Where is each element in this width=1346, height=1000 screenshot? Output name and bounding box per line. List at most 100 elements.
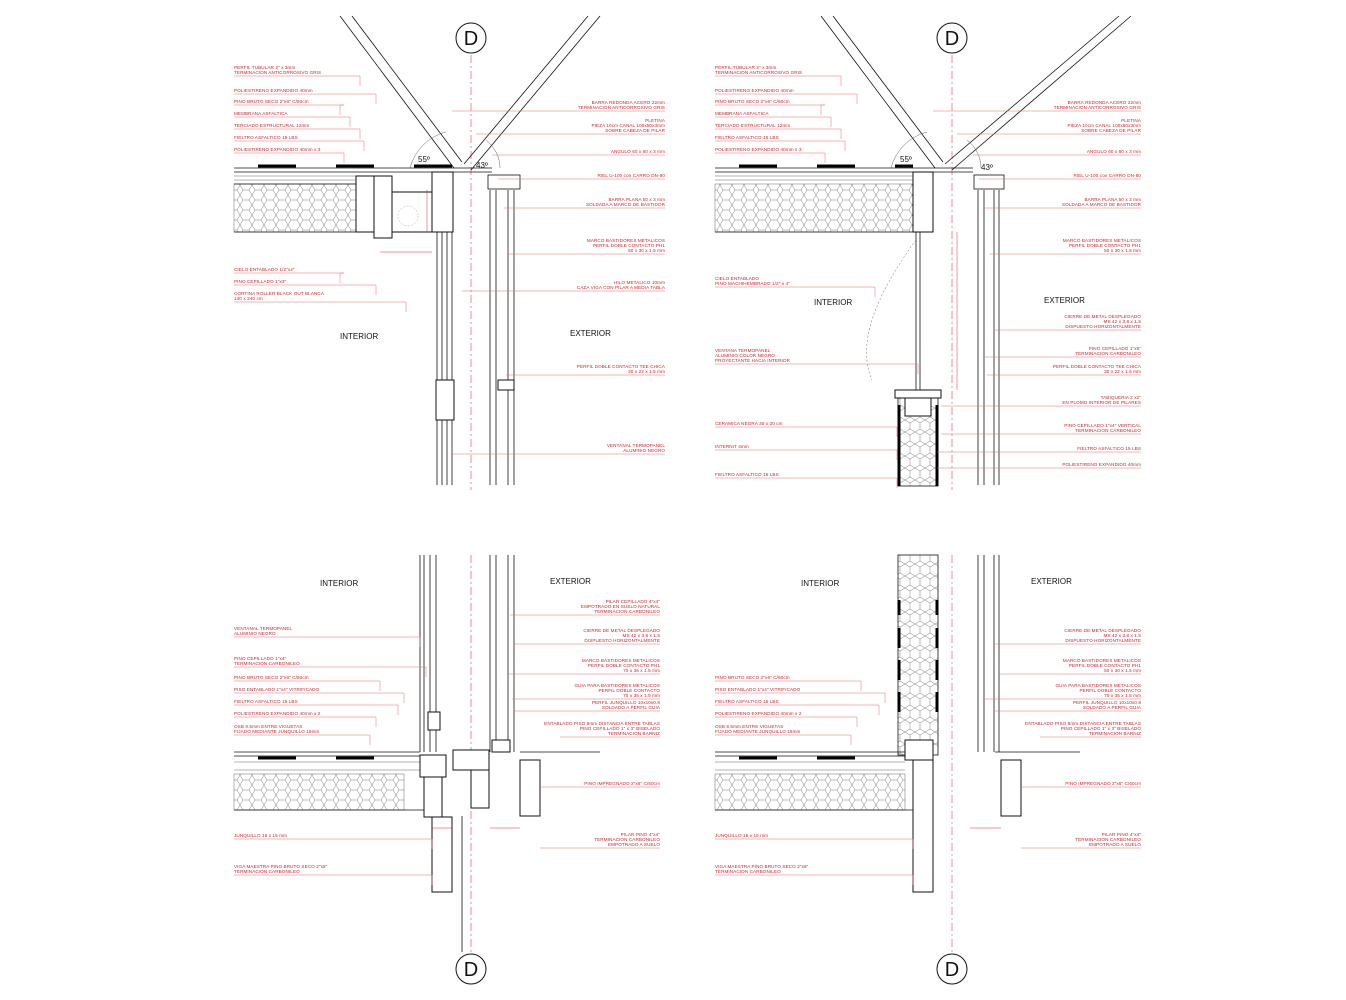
annotation-text: GUIA PARA BASTIDORES METALICOS: [574, 683, 660, 688]
angle-43: 43º: [981, 163, 993, 172]
annotation-tr-right-7: PINO CEPILLADO 1"x5"TERMINACION CARBONIL…: [985, 346, 1141, 358]
zone-interior: INTERIOR: [340, 332, 378, 341]
annotation-text: ENTABLADO PISO 8mm DISTANCIA ENTRE TABLA…: [544, 721, 660, 726]
annotation-tr-right-12: POLIESTIRENO EXPANDIDO 40mm: [937, 462, 1141, 469]
annotation-text: CIERRE DE METAL DESPLEGADO: [583, 628, 660, 633]
annotation-text: PINO CEPILLADO 1" x 3" BISELADO: [1061, 726, 1141, 731]
annotation-text: CIERRE DE METAL DESPLEGADO: [1064, 628, 1141, 633]
annotation-text: TERMINACION CARBONILEO: [1075, 428, 1141, 433]
annotation-bl-left-7: JUNQUILLO 15 x 15 mm: [234, 833, 433, 849]
annotation-bl-left-1: PINO CEPILLADO 1"x4"TERMINACION CARBONIL…: [234, 656, 427, 677]
annotation-text: PERFIL TUBULAR 2" x 3mm: [715, 65, 776, 70]
annotation-bl-right-6: PINO IMPREGNADO 2"x6" C/60cm: [540, 781, 660, 788]
annotation-text: PLETINA: [645, 118, 666, 123]
annotation-text: HILO METALICO 10mm: [614, 280, 665, 285]
annotation-text: PERFIL DOBLE CONTACTO TEE CHICA: [1053, 364, 1142, 369]
annotation-text: ALUMINIO NEGRO: [623, 448, 665, 453]
annotation-text: MEMBRANA ASFALTICA: [234, 111, 288, 116]
annotation-text: MS 42 x 3.8 x 1.5: [1104, 633, 1142, 638]
annotation-tr-left-4: TERCIADO ESTRUCTURAL 12mm: [715, 123, 842, 139]
annotation-text: VIGA MAESTRA PINO BRUTO SECO 2"x8": [234, 864, 328, 869]
annotation-text: TERMINACION CARBONILEO: [594, 837, 660, 842]
annotation-text: FIELTRO ASFALTICO 15 LBS: [234, 135, 298, 140]
annotation-text: PERFIL DOBLE CONTACTO: [599, 688, 661, 693]
annotation-bl-right-7: PILAR PINO 4"x4"TERMINACION CARBONILEOEM…: [540, 832, 661, 849]
annotation-tr-right-2: ANGULO 60 x 60 x 3 mm: [973, 149, 1141, 156]
annotation-bl-left-5: POLIESTIRENO EXPANDIDO 40mm x 2: [234, 711, 377, 727]
annotation-text: TERMINACION ANTICORROSIVO GRIS: [1054, 105, 1141, 110]
annotation-tl-left-8: PINO CEPILLADO 1"x3": [234, 279, 377, 295]
annotation-text: PERFIL JUNQUILLO 10x10x0.8: [1073, 700, 1141, 705]
annotation-tl-left-1: POLIESTIRENO EXPANDIDO 40mm: [234, 88, 377, 104]
annotation-br-left-3: POLIESTIRENO EXPANDIDO 40mm x 2: [715, 711, 858, 727]
zone-exterior: EXTERIOR: [550, 577, 591, 586]
annotation-text: PINO IMPREGNADO 2"x6" C/60cm: [1065, 781, 1141, 786]
annotation-text: POLIESTIRENO EXPANDIDO 40mm: [715, 88, 794, 93]
annotation-text: 30 x 22 x 1.5 mm: [1104, 369, 1141, 374]
annotation-text: RIEL U-100 con CARRO DN-80: [1073, 173, 1141, 178]
annotation-bl-left-3: PISO ENTABLADO 1"x4" VITRIFICADO: [234, 687, 405, 703]
annotation-text: PINO BRUTO SECO 2"x6" C/60cm: [715, 99, 790, 104]
annotation-text: PERFIL JUNQUILLO 10x10x0.8: [592, 700, 660, 705]
annotation-text: POLIESTIRENO EXPANDIDO 40mm x 2: [234, 711, 321, 716]
grid-bubble-top-left: D: [455, 22, 487, 54]
annotation-text: PILAR PINO 4"x4": [621, 832, 661, 837]
annotation-text: DISPUESTO HORIZONTALMENTE: [584, 638, 660, 643]
annotation-bl-left-2: PINO BRUTO SECO 2"x6" C/60cm: [234, 675, 381, 691]
annotation-text: MARCO BASTIDORES METALICOS: [582, 658, 660, 663]
annotation-text: TABIQUERIA 2 x2": [1101, 395, 1142, 400]
annotation-text: EMPOTRADO A SUELO: [1089, 842, 1141, 847]
annotation-text: PISO ENTABLADO 1"x4" VITRIFICADO: [715, 687, 801, 692]
annotation-text: POLIESTIRENO EXPANDIDO 40mm: [234, 88, 313, 93]
annotation-text: VENTANAL TERMOPANEL: [607, 443, 665, 448]
annotation-bl-right-5: ENTABLADO PISO 8mm DISTANCIA ENTRE TABLA…: [544, 721, 660, 738]
annotation-tl-left-2: PINO BRUTO SECO 2"x6" C/60cm: [234, 99, 344, 115]
annotation-text: CAZA VIGA CON PILAR A MEDIA TABLA: [577, 285, 666, 290]
grid-label: D: [464, 28, 478, 50]
annotation-text: CIERRE DE METAL DESPLEGADO: [1064, 314, 1141, 319]
annotation-text: CIELO ENTABLADO 1/2"x4": [234, 267, 295, 272]
annotation-text: BARRA PLANA 50 x 3 mm: [1085, 197, 1142, 202]
annotation-tl-left-4: TERCIADO ESTRUCTURAL 12mm: [234, 123, 361, 139]
annotation-text: PERFIL DOBLE CONTACTO PH1: [588, 663, 660, 668]
annotation-tr-left-10: INTERNIT 4mm: [715, 444, 898, 460]
annotation-text: 50 x 30 x 1.5 mm: [1104, 248, 1141, 253]
annotation-bl-left-8: VIGA MAESTRA PINO BRUTO SECO 2"x8"TERMIN…: [234, 864, 433, 885]
annotation-text: TERMINACION ANTICORROSIVO GRIS: [578, 105, 665, 110]
annotation-text: FIELTRO ASFALTICO 15 LBS: [715, 472, 779, 477]
detail-bottom-left: [233, 555, 600, 952]
annotation-text: CIELO ENTABLADO: [715, 276, 759, 281]
annotation-tr-left-6: POLIESTIRENO EXPANDIDO 40mm x 3: [715, 147, 826, 163]
annotation-text: TERMINACION BARNIZ: [608, 731, 660, 736]
annotation-text: SOLDADO A PERFIL GUIA: [1083, 705, 1142, 710]
zone-exterior: EXTERIOR: [1031, 577, 1072, 586]
zone-interior: INTERIOR: [801, 579, 839, 588]
annotation-text: SOBRE CABEZA DE PILAR: [1081, 128, 1141, 133]
annotation-text: ALUMINIO NEGRO: [234, 631, 276, 636]
annotation-text: POLIESTIRENO EXPANDIDO 40mm: [1062, 462, 1141, 467]
annotation-text: VENTANAL TERMOPANEL: [234, 626, 292, 631]
annotation-text: ANGULO 60 x 60 x 3 mm: [611, 149, 665, 154]
annotation-text: TERMINACION CARBONILEO: [715, 869, 781, 874]
annotation-text: 50 x 30 x 1.5 mm: [628, 248, 665, 253]
annotation-tr-left-2: PINO BRUTO SECO 2"x6" C/60cm: [715, 99, 825, 115]
annotation-text: PERFIL DOBLE CONTACTO PH1: [593, 243, 665, 248]
annotation-text: 70 x 35 x 1.5 mm: [623, 693, 660, 698]
